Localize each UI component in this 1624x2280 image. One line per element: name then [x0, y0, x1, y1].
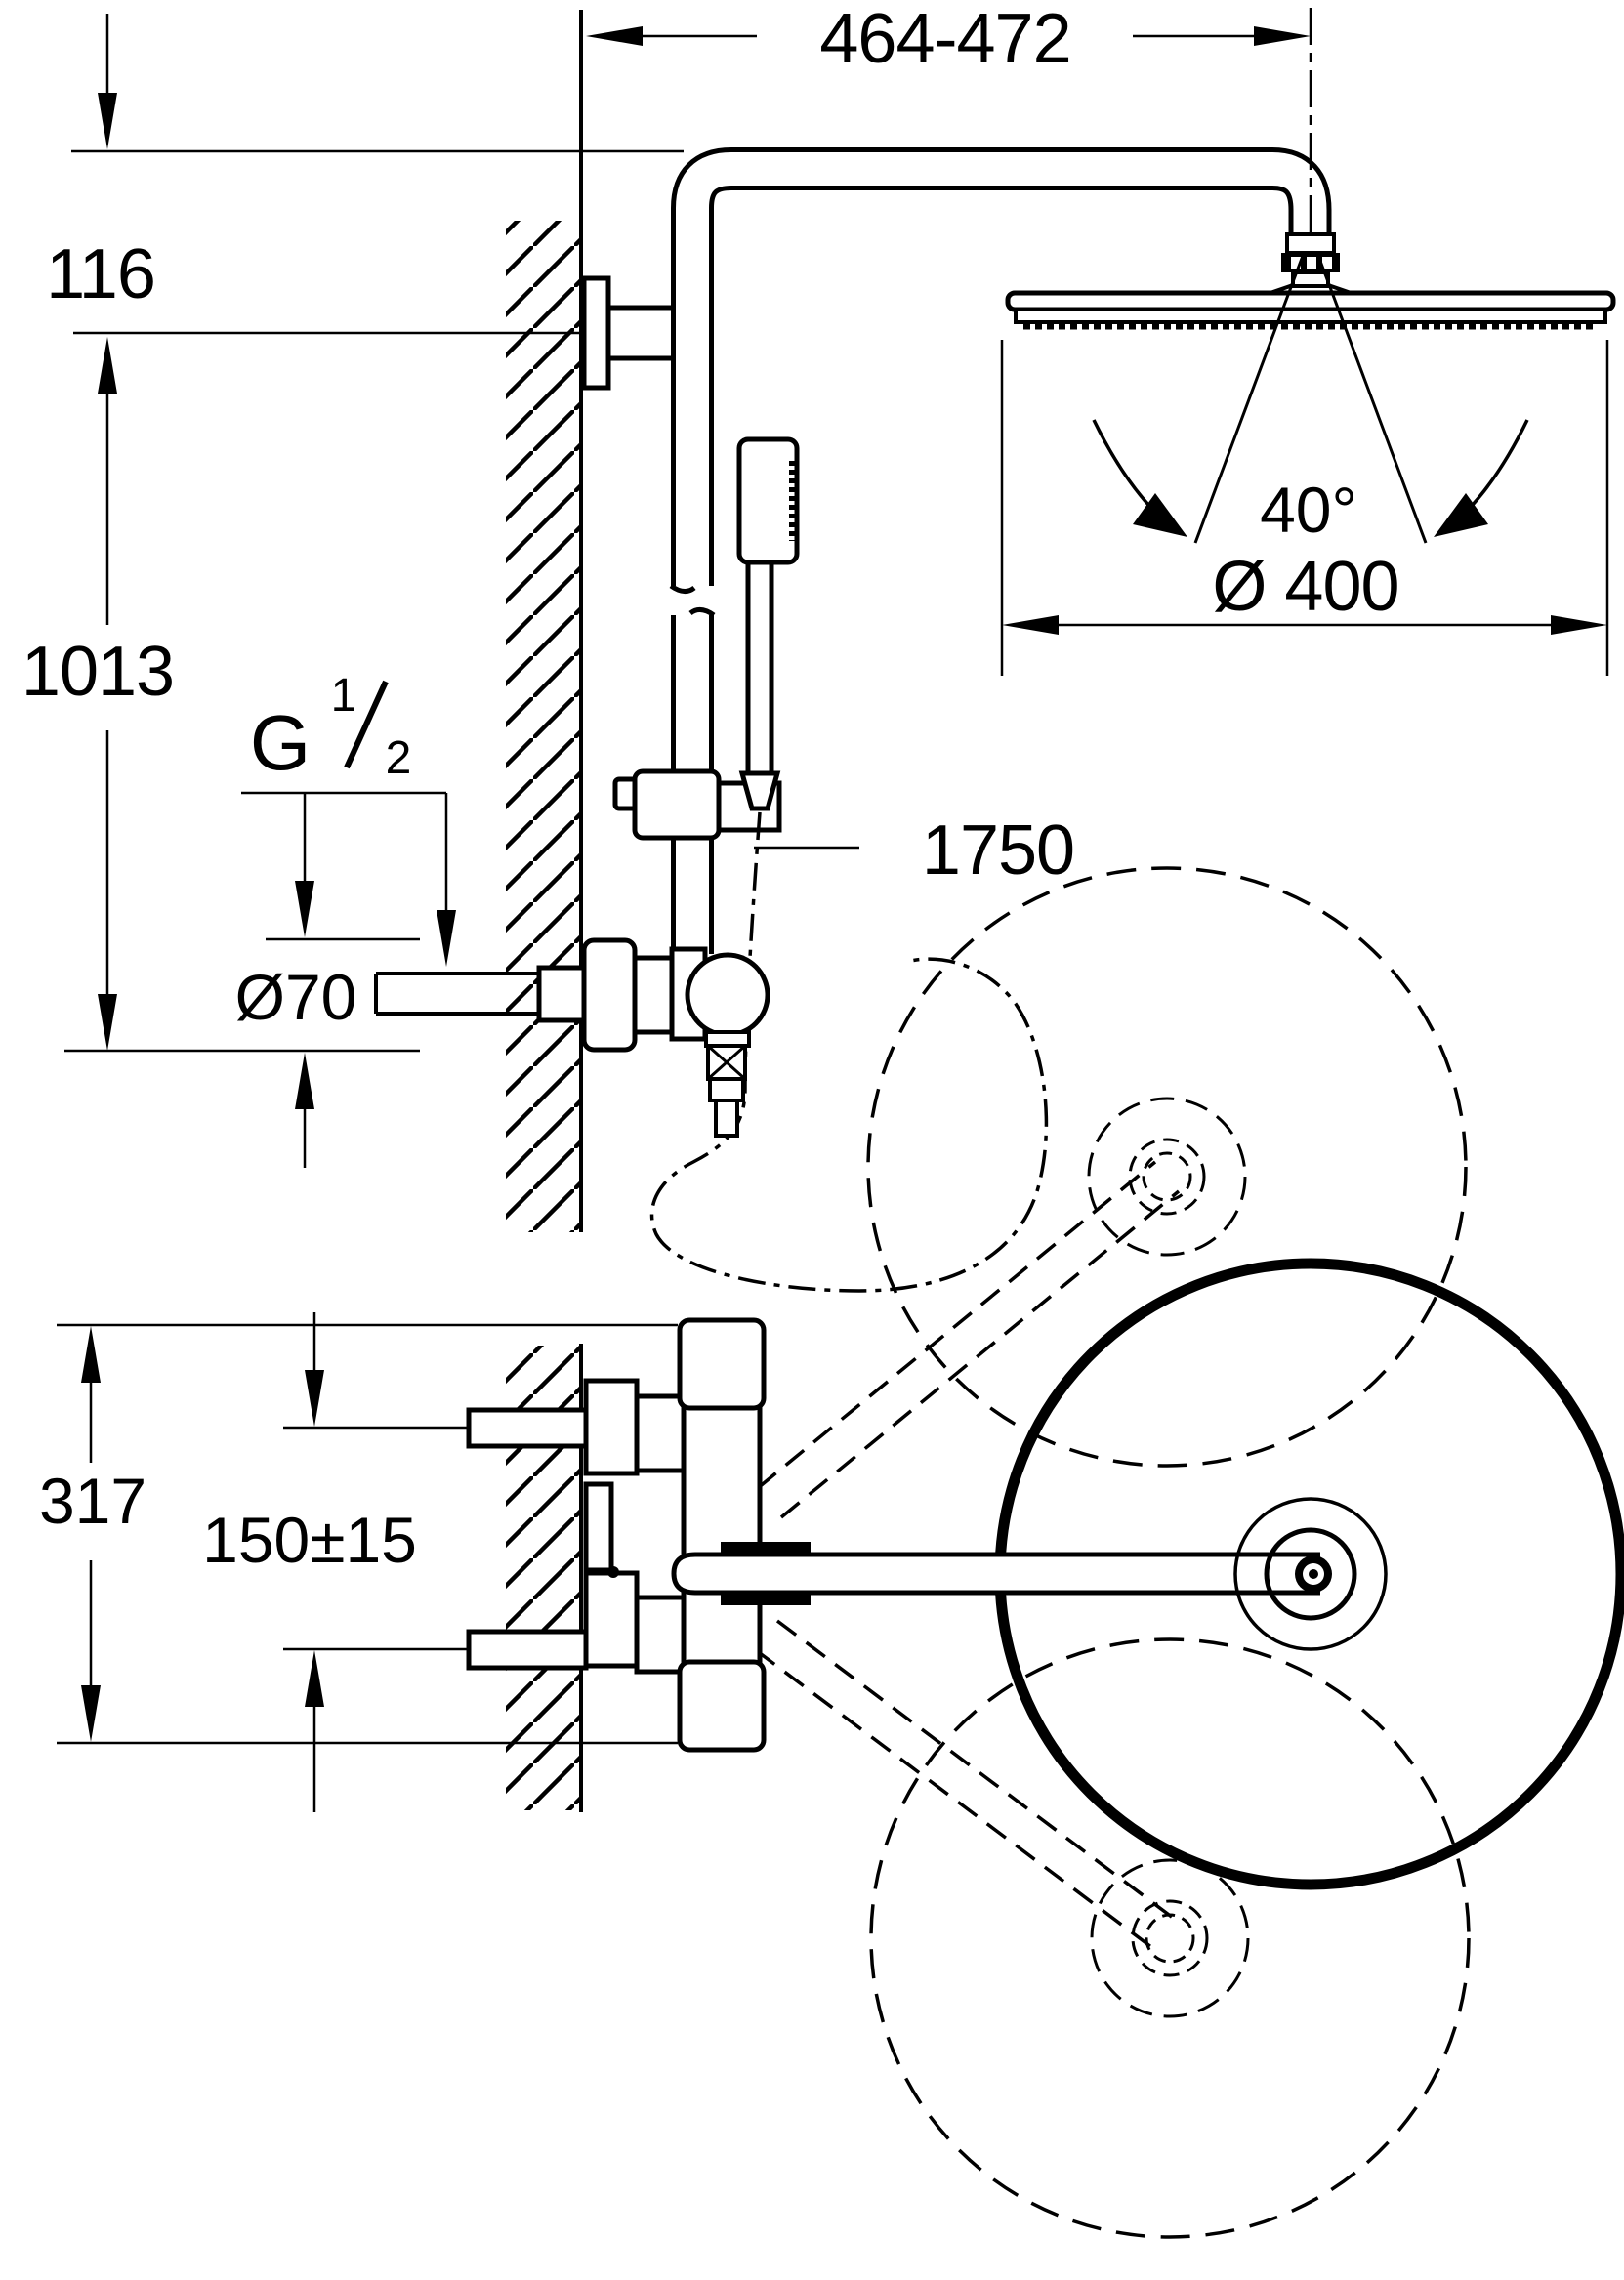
hand-shower-head — [736, 436, 800, 565]
thermostat-height-label: 317 — [39, 1465, 146, 1537]
knurled-nut — [1281, 253, 1340, 272]
wall-flange — [581, 937, 638, 1053]
union-nut — [536, 965, 587, 1023]
dim-supply-spacing: 150±15 — [202, 1312, 467, 1812]
shower-head-top-view — [1005, 8, 1616, 330]
nut-collar — [1291, 270, 1330, 288]
thermostat-side-view — [374, 937, 770, 1138]
dim-riser-height: 1013 — [21, 337, 420, 1053]
head-circle-dashed-lower — [869, 1637, 1471, 2239]
head-diameter-label: Ø 400 — [1212, 548, 1398, 626]
head-plate — [1005, 290, 1616, 312]
outlet-neck — [704, 1030, 751, 1048]
connector-top — [634, 1393, 687, 1473]
supply-spacing-label: 150±15 — [202, 1504, 417, 1576]
wall-to-head-label: 464-472 — [819, 0, 1070, 78]
swing-position-lower — [754, 1619, 1471, 2239]
head-skirt — [1014, 308, 1607, 324]
shower-head-front-view — [671, 1258, 1624, 1890]
riser-height-label: 1013 — [21, 633, 174, 711]
check-valve — [706, 1044, 747, 1081]
supply-stub-bottom — [466, 1629, 589, 1671]
thread-numerator: 1 — [331, 670, 357, 722]
slider-holder — [632, 768, 722, 841]
arm-nut-top — [1285, 232, 1336, 255]
dim-wall-to-head: 464-472 — [586, 0, 1311, 78]
spray-angle-label: 40° — [1260, 474, 1357, 546]
diverter-knob — [685, 952, 770, 1038]
shower-arm-front — [671, 1552, 1320, 1596]
head-circle-dashed-upper — [866, 866, 1468, 1468]
hose-length-label: 1750 — [922, 811, 1074, 890]
center-escutcheon — [583, 1481, 614, 1573]
union-escutcheon-top — [583, 1378, 640, 1476]
supply-pipe — [374, 965, 587, 1023]
pivot-center-mark — [607, 1566, 619, 1578]
thread-denominator: 2 — [386, 732, 412, 784]
dim-bracket-offset: 116 — [46, 14, 684, 335]
wall-section-top — [506, 10, 583, 1232]
hose-nut — [738, 770, 781, 811]
thread-prefix: G — [250, 699, 311, 786]
hose-length-callout: 1750 — [754, 811, 1075, 890]
handle-bottom — [677, 1659, 767, 1753]
flange-diameter-label: Ø70 — [235, 961, 357, 1033]
riser-and-shower-arm-pipe — [581, 147, 1332, 954]
fraction-slash — [344, 680, 389, 769]
dim-thermostat-height: 317 — [39, 1323, 678, 1745]
valve-connector — [632, 955, 675, 1035]
spray-cone: 40° — [1092, 255, 1529, 546]
dim-flange-diameter: Ø70 — [235, 793, 420, 1168]
union-escutcheon-bottom — [583, 1570, 640, 1669]
connector-bottom — [634, 1595, 687, 1675]
pipe-core — [676, 152, 1327, 954]
swing-position-upper — [756, 866, 1468, 1519]
pipe-break-symbol — [667, 583, 718, 618]
handle-top — [677, 1317, 767, 1411]
supply-stub-top — [466, 1407, 589, 1449]
dim-head-diameter: Ø 400 — [1000, 340, 1609, 676]
bracket-offset-label: 116 — [46, 235, 155, 313]
hose-outlet-lower — [714, 1099, 739, 1138]
wall-bracket — [581, 275, 680, 391]
thread-size-callout: G 1 2 — [241, 670, 456, 967]
hand-shower-handle — [745, 560, 774, 776]
hose-outlet-upper — [708, 1077, 745, 1102]
